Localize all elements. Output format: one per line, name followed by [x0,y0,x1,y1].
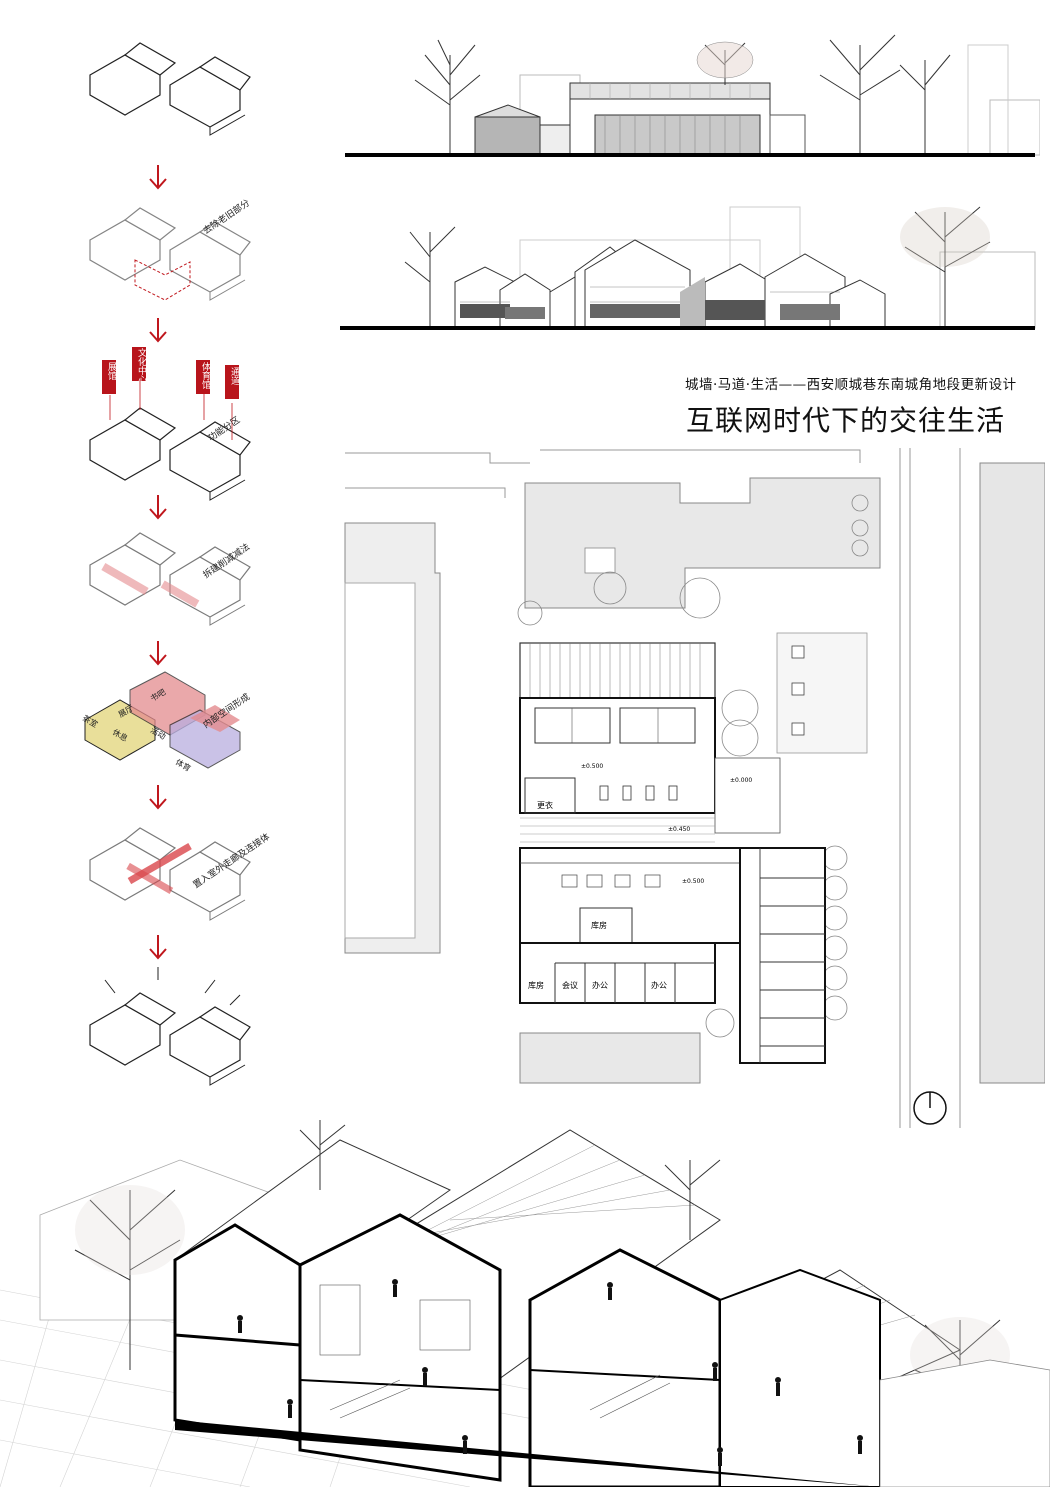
tag-gym: 体育馆 [200,362,210,389]
room-label-office-2: 办公 [651,981,667,990]
room-label-office-1: 办公 [592,981,608,990]
room-label-meeting: 会议 [562,981,578,990]
diagram-step-4 [89,532,251,626]
level-label-gym: ±0.500 [581,763,604,770]
north-arrow-icon [913,1091,947,1125]
main-title: 互联网时代下的交往生活 [686,404,1006,437]
elevation-section [340,206,1036,330]
elevation-top [345,34,1040,157]
level-label-center: ±0.500 [682,878,705,885]
diagram-step-7 [89,967,251,1086]
tag-passage: 通道 [229,367,239,385]
site-plan [344,448,1045,1128]
diagram-step-5 [84,671,241,769]
function-tags [102,347,239,440]
subtitle: 城墙·马道·生活——西安顺城巷东南城角地段更新设计 [685,377,1017,393]
room-label-storage-2: 库房 [528,981,544,990]
diagram-step-2 [89,207,251,301]
arrow-down-icon [149,165,167,190]
diagram-step-6 [89,827,251,921]
room-label-changing: 更衣 [537,801,553,810]
tag-culture-center: 文化中心 [136,348,146,384]
diagram-step-1 [89,42,251,136]
massing-diagram-sequence [84,42,251,1086]
level-label-court: ±0.000 [730,777,753,784]
room-label-storage-1: 库房 [591,921,607,930]
tag-exhibition: 展馆 [106,362,116,380]
level-label-corridor: ±0.450 [668,826,691,833]
axonometric-section [0,1120,1050,1487]
